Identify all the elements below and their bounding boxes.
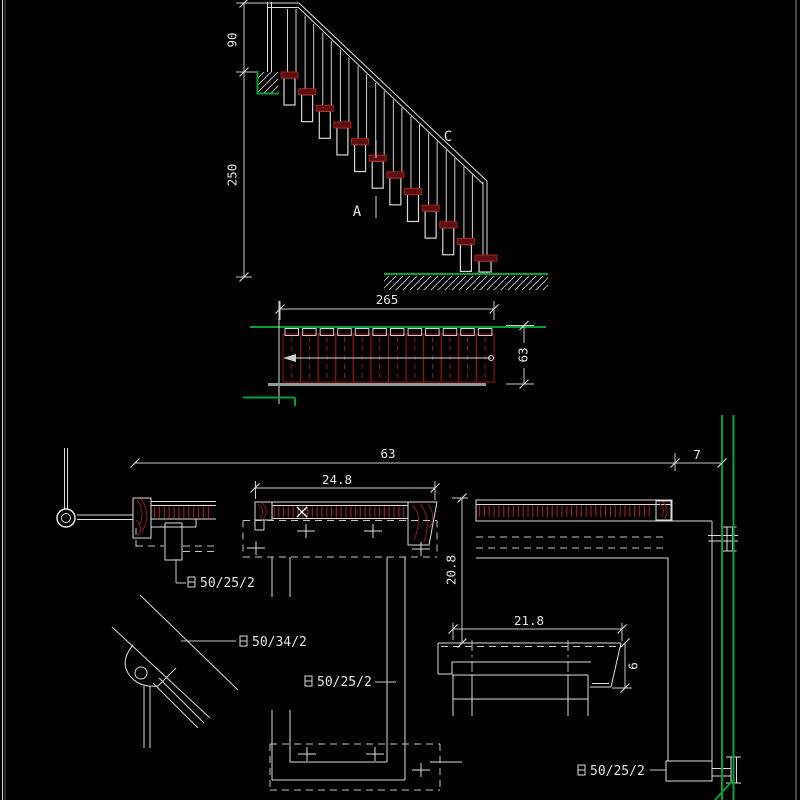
bolt-hole-icon (134, 666, 148, 680)
dimension-ticks (130, 0, 727, 693)
detail-bottom-wall-base: 50/25/2 (577, 756, 741, 784)
steps (280, 71, 498, 273)
section-label-post: 50/25/2 (187, 576, 255, 591)
walk-line-arrow (283, 354, 494, 362)
base-plate-assembly (269, 743, 462, 791)
dim-250-label: 250 (225, 164, 240, 187)
label-stringer-text: 50/34/2 (252, 635, 307, 650)
section-label-stringer: 50/34/2 (181, 635, 307, 650)
dim-21-8-label: 21.8 (514, 613, 544, 628)
landing-hatch-block (256, 71, 279, 95)
plan-dim-63: 63 (506, 325, 534, 385)
detail-right-wall: 20.8 (444, 497, 738, 761)
elevation-dimensions: 90 250 (225, 2, 278, 278)
dim-63-total-label: 63 (380, 446, 395, 461)
red-hatch-band-left (153, 506, 209, 518)
elevation-view: 90 250 (225, 2, 548, 290)
dim-24-8-label: 24.8 (322, 472, 352, 487)
balusters (287, 9, 473, 239)
dim-6-label: 6 (626, 662, 641, 670)
dim-63-plan-label: 63 (516, 347, 531, 362)
dim-7-label: 7 (693, 447, 701, 462)
hinge-circle-icon (56, 508, 76, 528)
detail-sections: 63 7 (56, 0, 741, 800)
ground-line (384, 273, 548, 290)
dim-20-8-label: 20.8 (444, 555, 459, 585)
weld-plus-marks (247, 524, 430, 777)
label-post-text: 50/25/2 (200, 576, 255, 591)
detail-stringer-diagonal: 50/34/2 (111, 594, 307, 748)
red-hatch-band-center (273, 506, 405, 518)
label-c: C (444, 129, 452, 145)
wall-bolt-lower (712, 756, 741, 784)
label-a: A (353, 204, 362, 220)
dim-90-label: 90 (225, 32, 240, 47)
plan-dim-265: 265 (279, 292, 495, 320)
plan-green-corner (243, 396, 296, 406)
plan-treads (282, 328, 495, 383)
dim-20-8: 20.8 (444, 497, 468, 643)
wall-lines (714, 415, 735, 800)
section-marker-a: A (353, 140, 377, 220)
detail-bottom-tread-profile: 21.8 6 (437, 613, 641, 716)
plan-view: 265 63 (243, 292, 546, 406)
detail-dim-chain: 63 7 (135, 446, 722, 471)
label-bottom-post-text: 50/25/2 (590, 764, 645, 779)
detail-left-handrail: 50/25/2 (56, 448, 255, 591)
gusset-plate (124, 644, 177, 687)
dim-6: 6 (612, 643, 641, 689)
dim-265-label: 265 (376, 292, 399, 307)
section-label-mid-post: 50/25/2 (304, 675, 396, 690)
label-mid-post-text: 50/25/2 (317, 675, 372, 690)
section-label-bottom-post: 50/25/2 (577, 764, 666, 779)
red-hatch-band-right (478, 505, 650, 517)
detail-center-tread: 24.8 (242, 472, 462, 791)
